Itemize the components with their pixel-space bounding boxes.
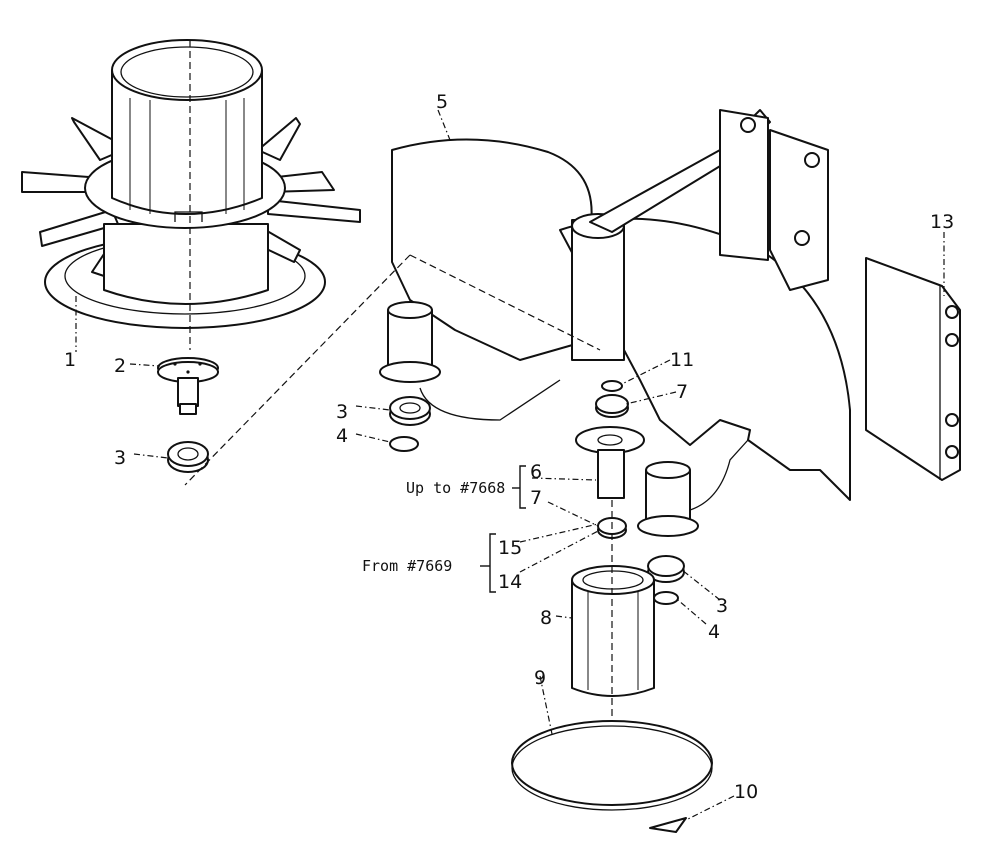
callout-13: 13	[930, 211, 954, 233]
callout-8: 8	[540, 607, 552, 629]
label-from-serial: From #7669	[362, 557, 452, 575]
part-3-bearing-left	[167, 441, 209, 473]
callout-3-center: 3	[336, 401, 348, 423]
part-4-ring-right	[653, 591, 679, 605]
part-3-bearing-center	[389, 396, 431, 426]
leader-lines	[75, 109, 945, 821]
part-1-hopper-assembly	[21, 39, 361, 350]
callout-5: 5	[436, 91, 448, 113]
part-9-disc	[511, 720, 713, 811]
part-6-shaft-flange	[575, 426, 645, 499]
callout-11: 11	[670, 349, 694, 371]
callout-10: 10	[734, 781, 758, 803]
callout-3-right: 3	[716, 595, 728, 617]
callout-3-left: 3	[114, 447, 126, 469]
label-up-to-serial: Up to #7668	[406, 479, 505, 497]
callout-1: 1	[64, 349, 76, 371]
callout-14: 14	[498, 571, 522, 593]
callout-4-right: 4	[708, 621, 720, 643]
part-13-guard-plate	[865, 257, 961, 481]
part-4-ring-center	[389, 436, 419, 452]
callout-15: 15	[498, 537, 522, 559]
callout-7-lower: 7	[530, 487, 542, 509]
part-10-blade	[649, 817, 687, 833]
callout-6: 6	[530, 461, 542, 483]
part-11-ring	[601, 380, 623, 392]
callout-4-center: 4	[336, 425, 348, 447]
callout-2: 2	[114, 355, 126, 377]
callout-7-upper: 7	[676, 381, 688, 403]
part-2-shaft-flange	[157, 357, 219, 415]
callout-9: 9	[534, 667, 546, 689]
part-5-main-housing	[184, 109, 851, 537]
part-7-bearing-upper	[595, 394, 629, 418]
serial-range-brackets	[480, 465, 526, 593]
part-3-bearing-right	[647, 555, 685, 583]
part-8-cylinder	[571, 500, 655, 760]
